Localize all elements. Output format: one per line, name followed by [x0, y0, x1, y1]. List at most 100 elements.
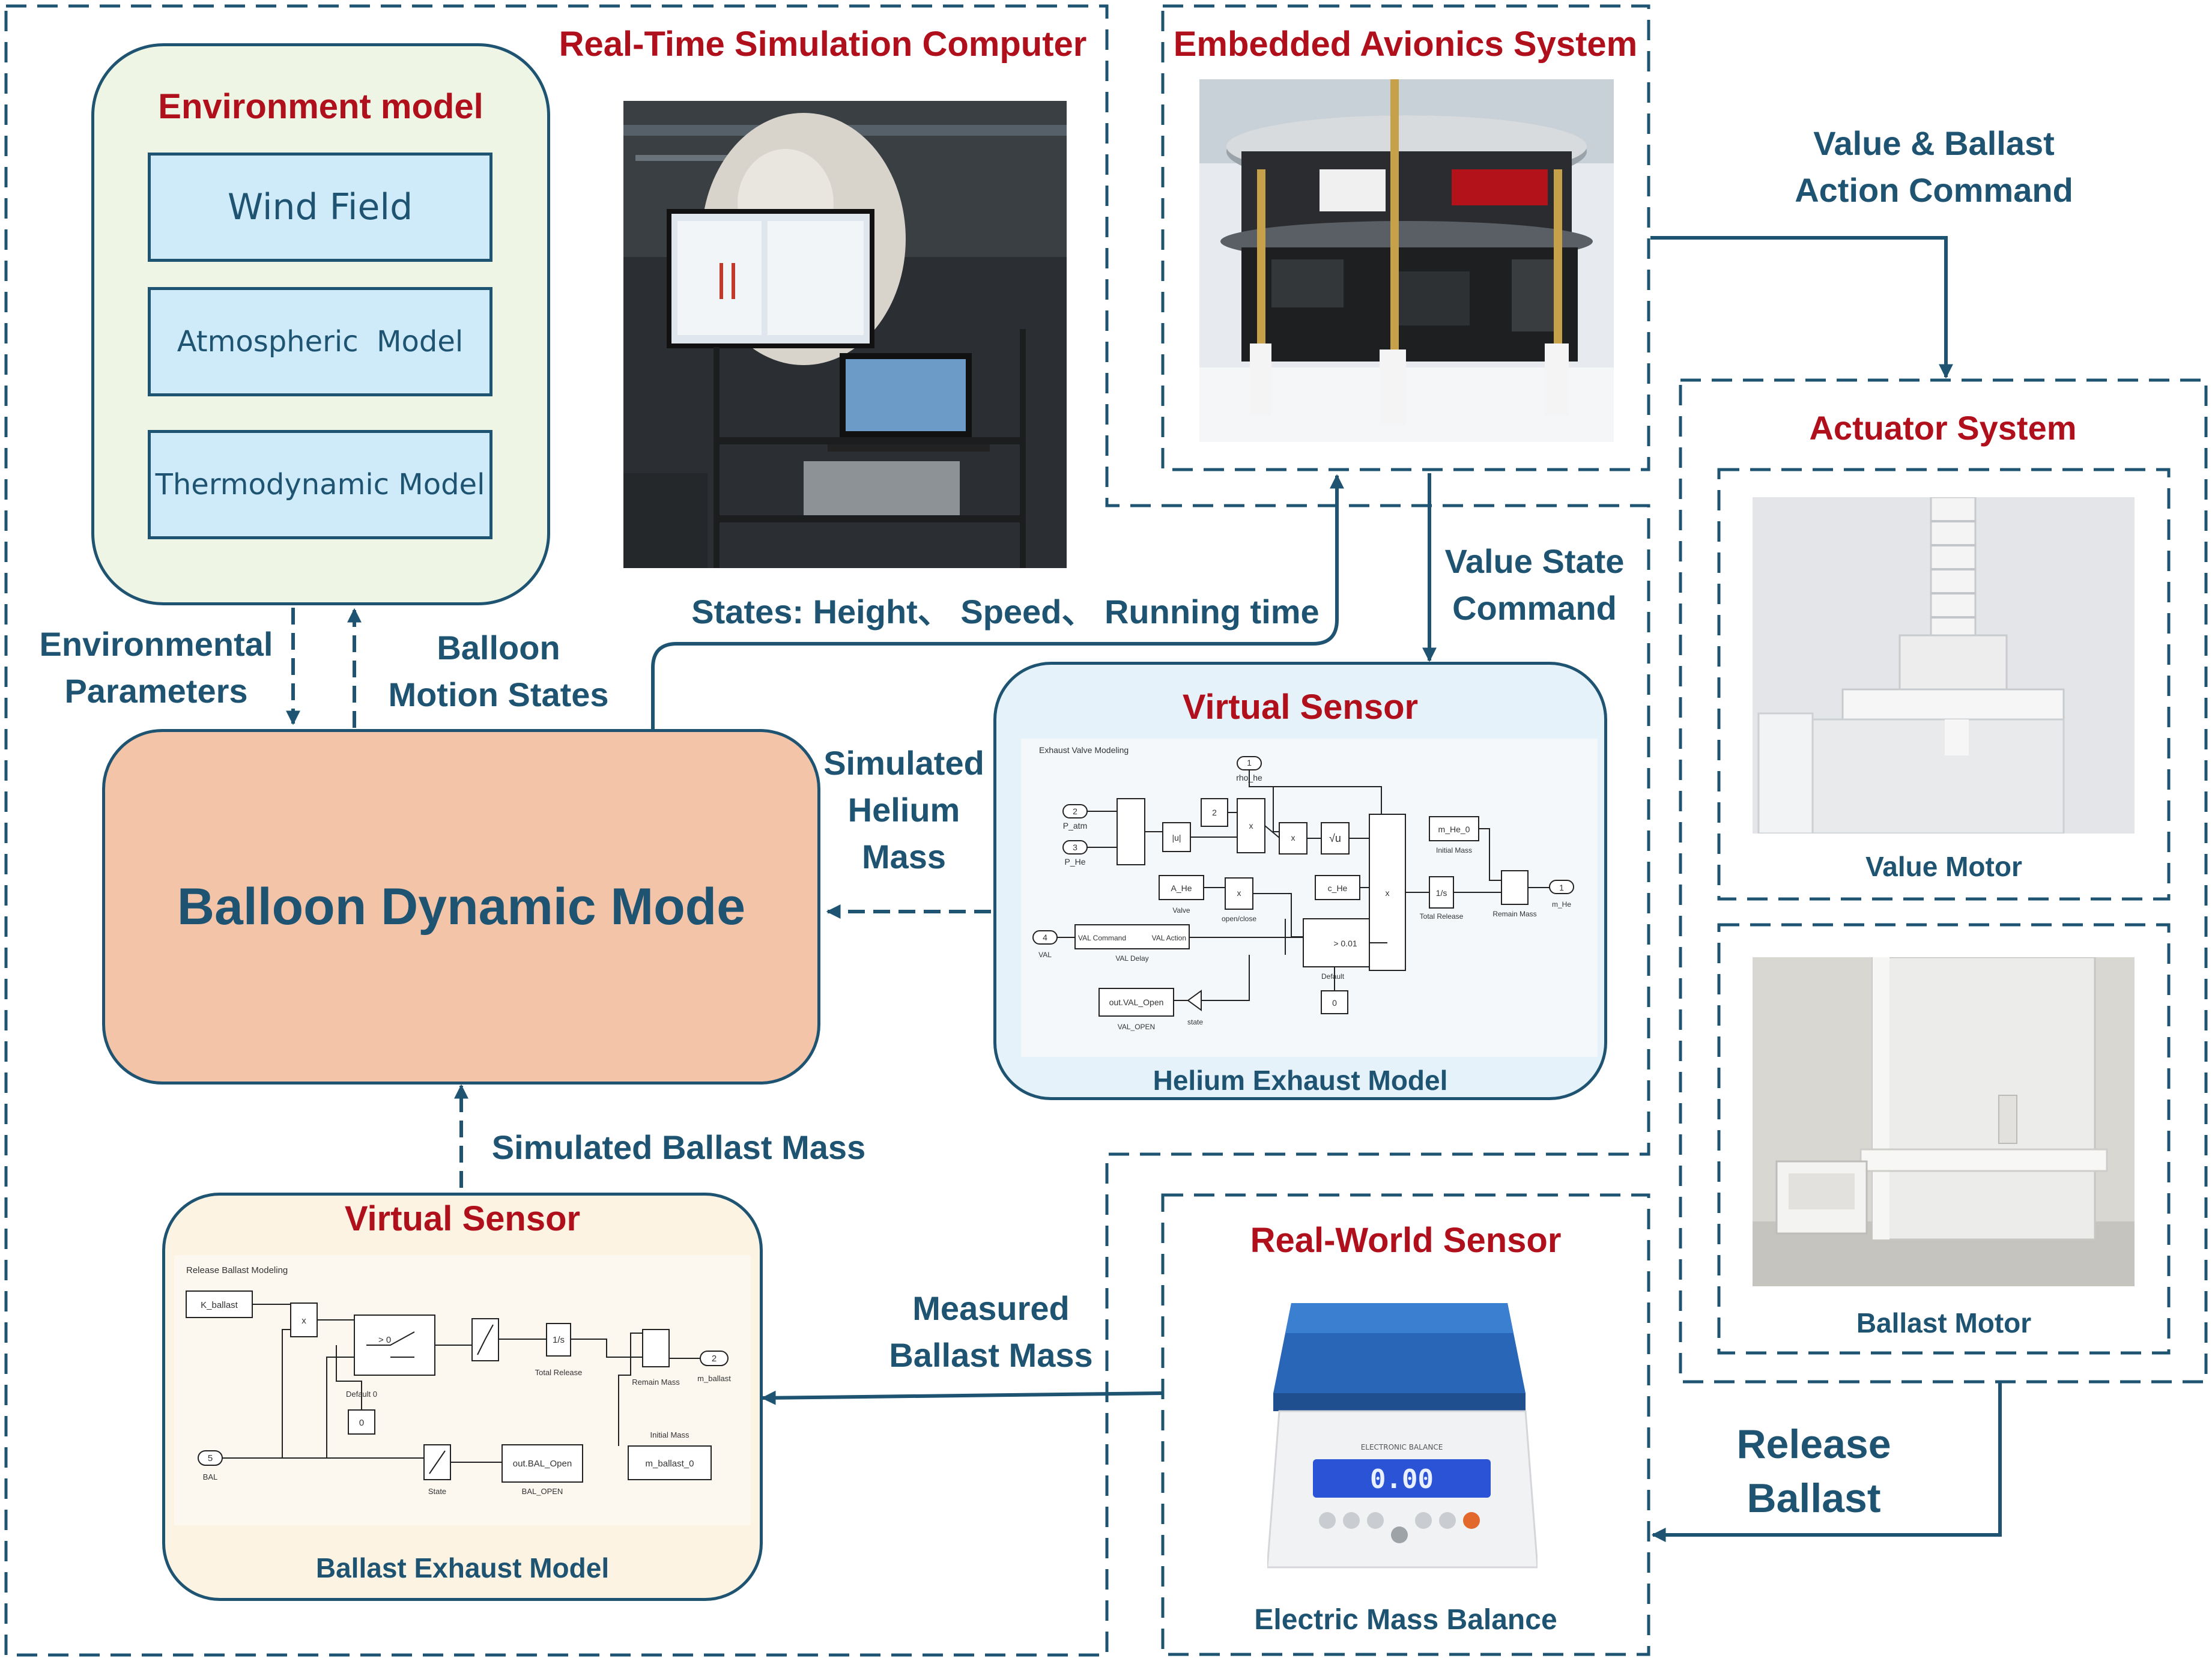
helium-sim-valve: Valve: [1172, 906, 1190, 915]
helium-sim-abs: |u|: [1172, 833, 1181, 843]
simulation-computer-photo: [623, 101, 1067, 568]
sim-helium-line2: Helium: [847, 791, 960, 829]
motion-states-line2: Motion States: [388, 676, 609, 713]
helium-sim-openclose: open/close: [1222, 915, 1256, 923]
balloon-dynamic-model: Balloon Dynamic Mode: [102, 729, 820, 1085]
helium-sim-gt: > 0.01: [1333, 939, 1357, 948]
sim-helium-line3: Mass: [861, 838, 947, 876]
helium-sim-in2: 2: [1073, 806, 1077, 816]
sim-computer-title: Real-Time Simulation Computer: [559, 25, 1087, 64]
helium-sim-integrator: 1/s: [1436, 888, 1447, 898]
sim-helium-label: Simulated Helium Mass: [823, 740, 985, 880]
helium-sim-total-release: Total Release: [1420, 912, 1464, 921]
atmospheric-model-box: Atmospheric Model: [148, 287, 492, 396]
actuator-frame: [1679, 378, 2208, 1384]
atmospheric-model-label: Atmospheric Model: [177, 325, 464, 359]
sim-computer-frame: [4, 4, 1650, 1657]
ballast-sensor-caption: Ballast Exhaust Model: [315, 1552, 610, 1584]
helium-sim-in4: 4: [1043, 933, 1047, 942]
sim-helium-line1: Simulated: [823, 744, 984, 782]
ballast-sim-bal-open: BAL_OPEN: [522, 1487, 563, 1496]
thermodynamic-model-label: Thermodynamic Model: [155, 468, 485, 501]
helium-sim-val-action: VAL Action: [1152, 934, 1186, 942]
ballast-sim-k-ballast: K_ballast: [201, 1300, 238, 1310]
helium-sim-remain-mass: Remain Mass: [1492, 910, 1536, 918]
value-motor-frame: [1717, 468, 2171, 901]
environment-title: Environment model: [158, 87, 483, 126]
ballast-sim-initial-mass: Initial Mass: [650, 1430, 689, 1439]
arrow-action-command: [1650, 236, 1953, 379]
thermodynamic-model-box: Thermodynamic Model: [148, 430, 492, 539]
ballast-sim-m-ballast-0: m_ballast_0: [646, 1459, 694, 1469]
actuator-title: Actuator System: [1809, 409, 2077, 447]
ballast-sim-gt: > 0: [378, 1335, 391, 1345]
helium-sim-out-val: out.VAL_Open: [1109, 997, 1164, 1007]
helium-sim-default: Default: [1321, 972, 1345, 981]
real-sensor-caption: Electric Mass Balance: [1254, 1604, 1557, 1636]
value-motor-photo: [1753, 497, 2135, 834]
avionics-title: Embedded Avionics System: [1173, 25, 1638, 64]
helium-sim-val: VAL: [1038, 951, 1052, 959]
measured-ballast-line2: Ballast Mass: [889, 1336, 1093, 1374]
avionics-frame: [1161, 4, 1650, 471]
balloon-dynamic-model-label: Balloon Dynamic Mode: [177, 877, 746, 936]
value-state-label: Value State Command: [1429, 538, 1640, 632]
helium-sim-val-open: VAL_OPEN: [1118, 1023, 1155, 1031]
helium-sim-zero: 0: [1332, 998, 1337, 1008]
arrow-states: [651, 474, 1344, 731]
ballast-motor-photo: [1753, 957, 2135, 1286]
helium-sim-initial-mass: Initial Mass: [1436, 846, 1472, 855]
value-motor-caption: Value Motor: [1865, 851, 2022, 882]
helium-sim-val-command: VAL Command: [1078, 934, 1126, 942]
helium-sim-mul4: x: [1386, 888, 1390, 898]
electric-balance-photo: 0.00 ELECTRONIC BALANCE: [1267, 1297, 1538, 1579]
helium-sensor-caption: Helium Exhaust Model: [1153, 1065, 1448, 1096]
helium-sensor-title: Virtual Sensor: [1182, 688, 1419, 727]
value-ballast-line2: Action Command: [1795, 171, 2073, 209]
value-state-line1: Value State: [1444, 542, 1625, 580]
balance-display: 0.00: [1370, 1464, 1434, 1495]
ballast-sensor-title: Virtual Sensor: [344, 1199, 581, 1238]
helium-sim-out1: 1: [1559, 883, 1564, 892]
env-params-line2: Parameters: [64, 672, 248, 710]
helium-sim-mul1: x: [1249, 821, 1253, 830]
ballast-sim-out2: 2: [712, 1354, 717, 1364]
ballast-sim-zero: 0: [359, 1418, 364, 1428]
real-sensor-frame: [1161, 1193, 1650, 1656]
helium-sim-p-he: P_He: [1064, 857, 1085, 867]
ballast-motor-frame: [1717, 923, 2171, 1355]
sim-ballast-label: Simulated Ballast Mass: [491, 1128, 866, 1166]
helium-sim-heading: Exhaust Valve Modeling: [1039, 745, 1129, 755]
real-sensor-title: Real-World Sensor: [1250, 1221, 1562, 1260]
arrow-release-ballast: [1651, 1382, 2002, 1542]
value-state-line2: Command: [1452, 589, 1617, 627]
ballast-sim-heading: Release Ballast Modeling: [186, 1265, 288, 1275]
helium-sim-mul2: x: [1291, 833, 1295, 843]
measured-ballast-label: Measured Ballast Mass: [877, 1285, 1105, 1379]
helium-sim-in3: 3: [1073, 843, 1077, 852]
env-params-line1: Environmental: [39, 625, 273, 663]
ballast-simulink-diagram: Release Ballast Modeling K_ballast x > 0…: [174, 1255, 751, 1525]
helium-sim-rho-he: rho_he: [1236, 773, 1262, 782]
helium-sim-state: state: [1187, 1018, 1203, 1026]
measured-ballast-line1: Measured: [912, 1289, 1070, 1327]
helium-sim-mul3: x: [1237, 888, 1241, 898]
wind-field-label: Wind Field: [227, 186, 413, 228]
ballast-sim-integrator: 1/s: [553, 1335, 565, 1345]
helium-sim-a-he: A_He: [1171, 883, 1192, 893]
avionics-photo: [1199, 79, 1614, 442]
motion-states-line1: Balloon: [437, 629, 560, 667]
ballast-sim-out-bal: out.BAL_Open: [513, 1459, 572, 1469]
helium-simulink-diagram: Exhaust Valve Modeling 2 P_atm 3 P_He 1 …: [1021, 739, 1598, 1057]
ballast-sim-m-ballast: m_ballast: [697, 1374, 731, 1383]
ballast-sim-remain-mass: Remain Mass: [632, 1378, 680, 1387]
ballast-sim-in5: 5: [208, 1453, 213, 1463]
ballast-sim-mul: x: [301, 1316, 306, 1326]
env-params-label: Environmental Parameters: [18, 621, 294, 715]
motion-states-label: Balloon Motion States: [366, 625, 631, 718]
ballast-motor-caption: Ballast Motor: [1856, 1307, 2032, 1339]
helium-sim-in1: 1: [1247, 758, 1252, 767]
arrow-measured-ballast: [761, 1390, 1163, 1405]
helium-sim-m-he: m_He: [1552, 900, 1571, 909]
